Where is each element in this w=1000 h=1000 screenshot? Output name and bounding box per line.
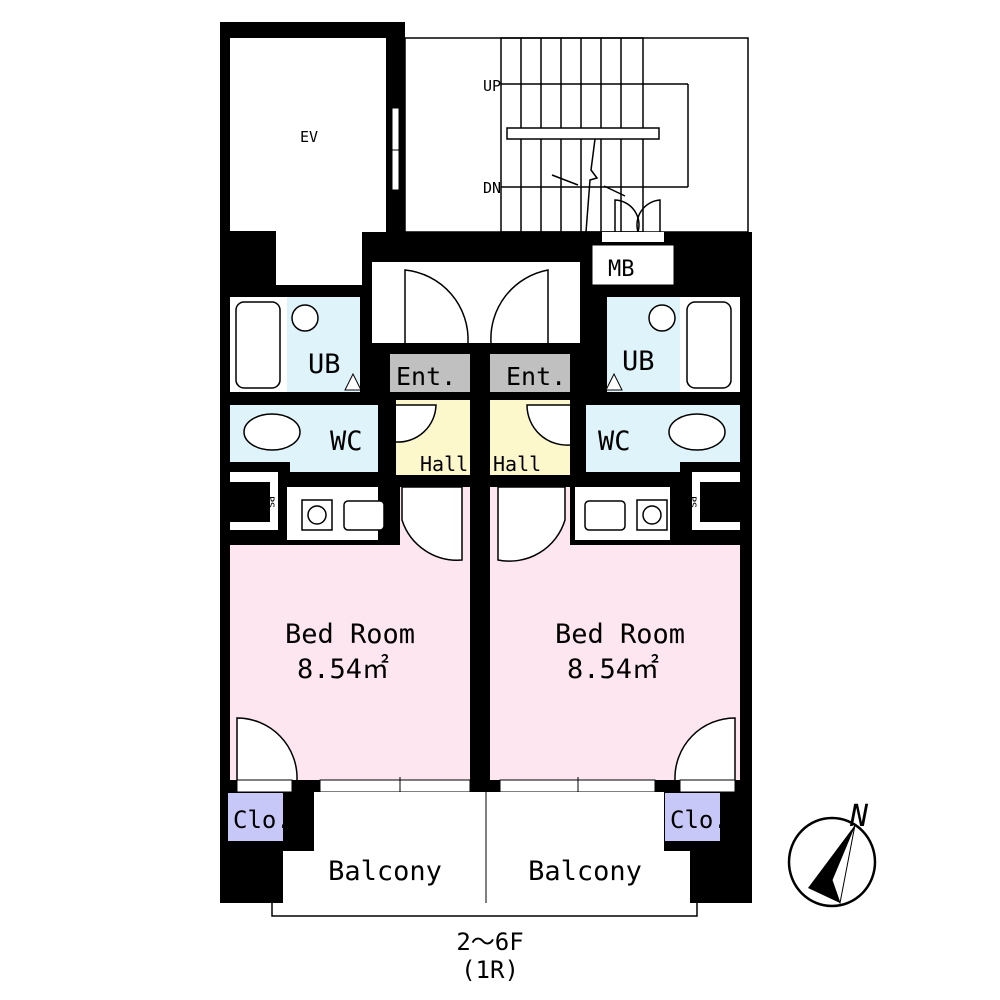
mb-label: MB [608, 257, 635, 282]
stove-right-icon [636, 499, 668, 531]
common-corridor [372, 262, 580, 343]
balcony-left-label: Balcony [328, 856, 442, 887]
ps-right-label: PS [687, 496, 698, 508]
bathtub-right-icon [686, 301, 732, 389]
sink-left-icon [291, 304, 319, 332]
clo-right-label: Clo. [670, 806, 728, 834]
entrance-left [390, 354, 470, 392]
elevator [230, 38, 386, 285]
hall-right-label: Hall [493, 452, 541, 476]
stairs-down-label: DN [483, 179, 501, 197]
layout-type-label: (1R) [461, 956, 519, 984]
kitchen-sink-left-icon [343, 500, 385, 531]
bedroom-left-name: Bed Room [285, 619, 415, 650]
bathtub-left-icon [235, 301, 281, 389]
entrance-right [490, 354, 570, 392]
elevator-label: EV [300, 128, 318, 146]
wc-left-label: WC [330, 426, 363, 457]
stairs-up-label: UP [483, 77, 501, 95]
windows [236, 777, 736, 796]
toilet-left-icon [243, 413, 301, 451]
ps-left-label: PS [265, 496, 276, 508]
stair-treads [500, 37, 689, 233]
ent-left-label: Ent. [396, 362, 456, 391]
balcony-right-label: Balcony [528, 856, 642, 887]
clo-left-label: Clo. [233, 806, 291, 834]
bedroom-left-area: 8.54㎡ [297, 654, 389, 685]
toilet-right-icon [668, 413, 726, 451]
bedroom-right-name: Bed Room [555, 619, 685, 650]
stairwell [405, 22, 752, 232]
balcony-rail [271, 903, 698, 917]
wc-right-label: WC [598, 426, 631, 457]
ub-left-label: UB [308, 349, 341, 380]
ent-right-label: Ent. [506, 362, 566, 391]
elevator-door [391, 107, 400, 191]
kitchen-sink-right-icon [584, 500, 626, 531]
sink-right-icon [648, 304, 676, 332]
closet-right [665, 793, 720, 841]
floor-label: 2～6F [456, 928, 523, 956]
mb-box [591, 244, 675, 286]
closet-left [228, 793, 283, 841]
entrance-doors [404, 269, 549, 344]
bedroom-right-area: 8.54㎡ [567, 654, 659, 685]
stove-left-icon [301, 499, 333, 531]
north-arrow-icon [787, 816, 877, 908]
compass-north-label: N [849, 799, 869, 834]
ub-right-label: UB [622, 346, 655, 377]
hall-left-label: Hall [420, 452, 468, 476]
